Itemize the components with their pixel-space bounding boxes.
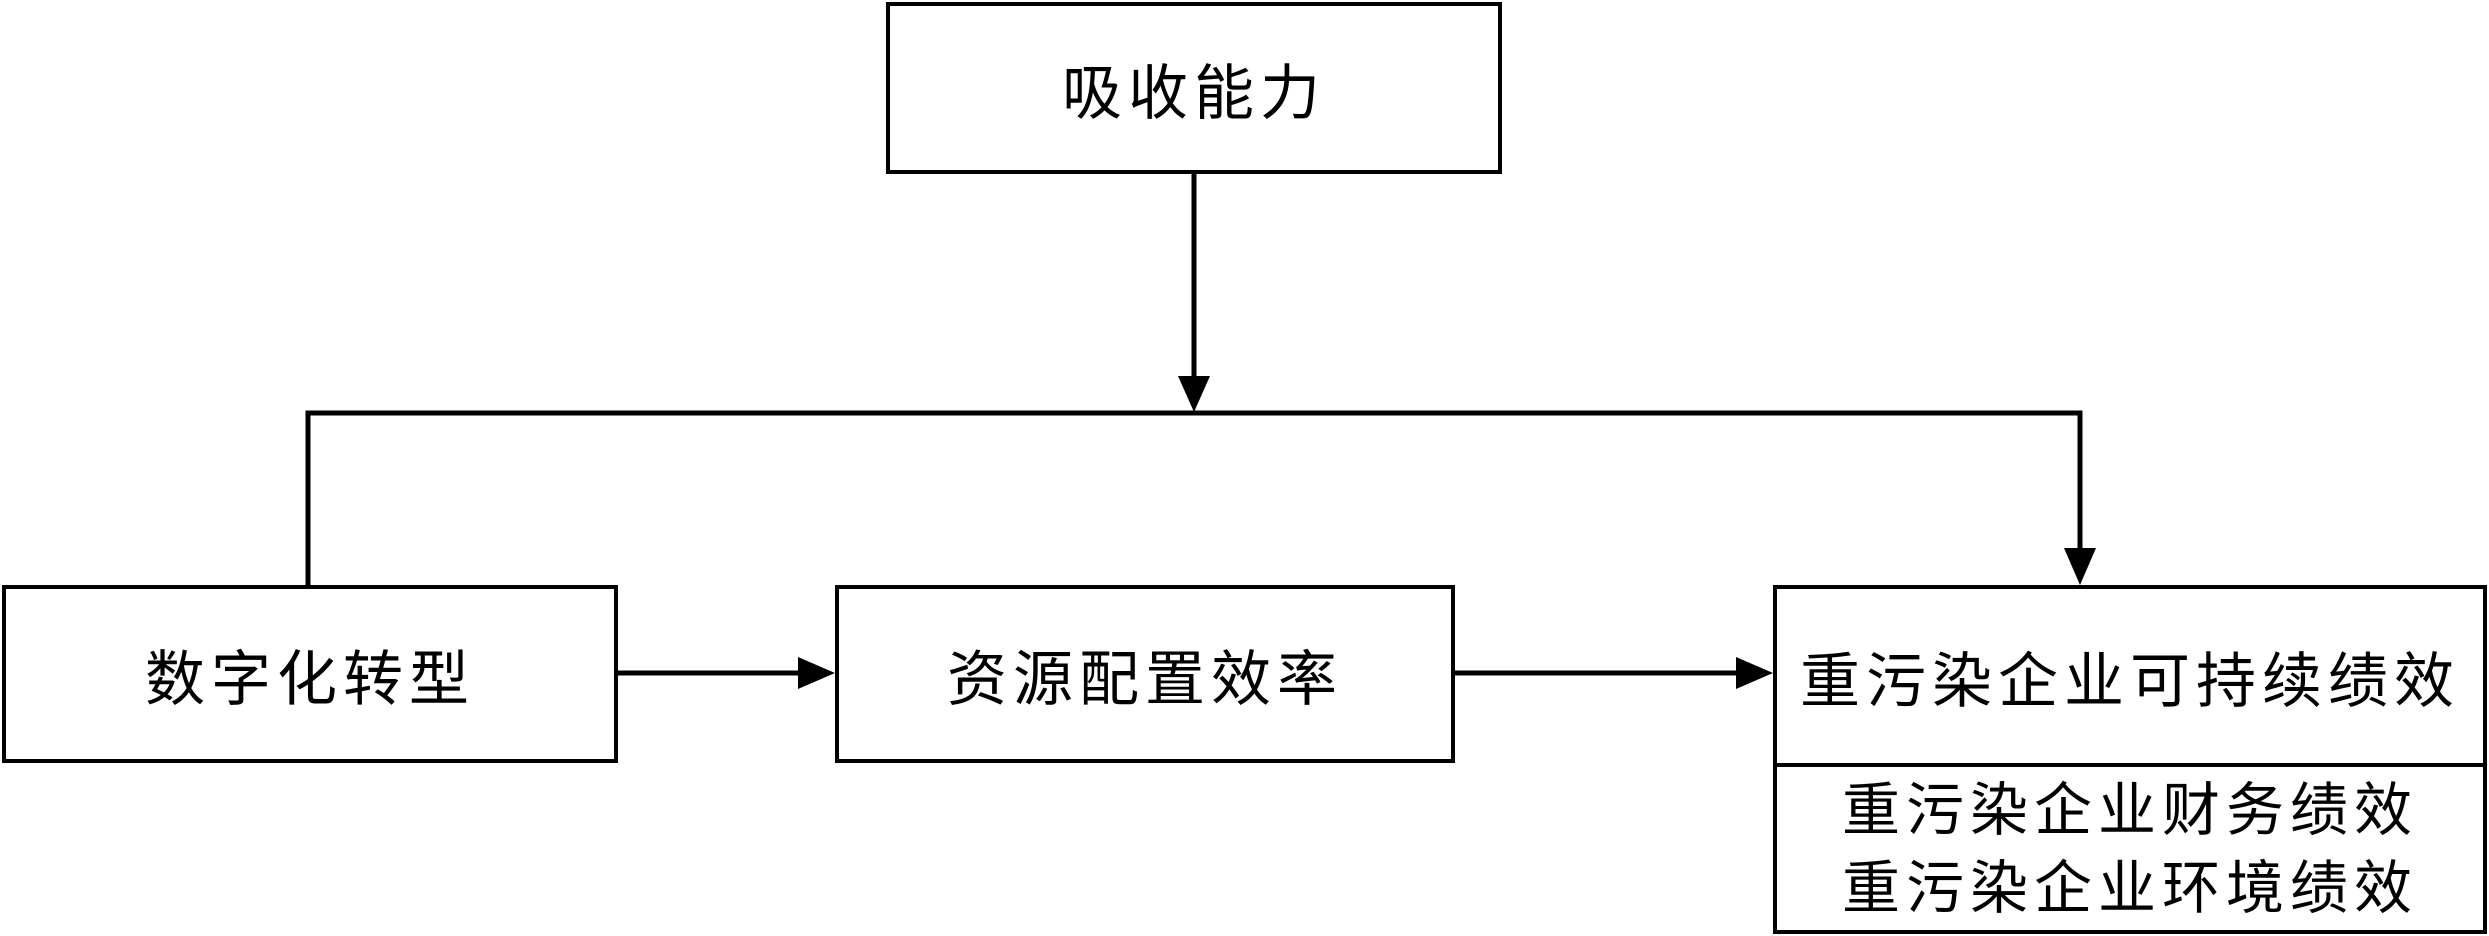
digital-transformation-node: 数字化转型: [2, 585, 618, 763]
environmental-performance-label: 重污染企业环境绩效: [1841, 853, 2418, 922]
resource-allocation-label: 资源配置效率: [947, 644, 1343, 715]
sustainable-performance-node: 重污染企业可持续绩效 重污染企业财务绩效 重污染企业环境绩效: [1773, 585, 2487, 934]
resource-to-performance-arrowhead: [1736, 657, 1773, 689]
moderation-arrowhead: [1178, 376, 1210, 412]
direct-path-line: [305, 410, 2083, 585]
sustainable-performance-title: 重污染企业可持续绩效: [1777, 589, 2483, 767]
financial-performance-label: 重污染企业财务绩效: [1841, 775, 2418, 844]
absorptive-capacity-node: 吸收能力: [886, 2, 1502, 174]
performance-components: 重污染企业财务绩效 重污染企业环境绩效: [1777, 767, 2483, 930]
absorptive-capacity-label: 吸收能力: [1062, 58, 1326, 129]
digital-to-resource-arrowhead: [798, 657, 835, 689]
digital-transformation-label: 数字化转型: [145, 644, 475, 715]
resource-allocation-node: 资源配置效率: [835, 585, 1455, 763]
direct-path-arrowhead: [2064, 548, 2096, 585]
